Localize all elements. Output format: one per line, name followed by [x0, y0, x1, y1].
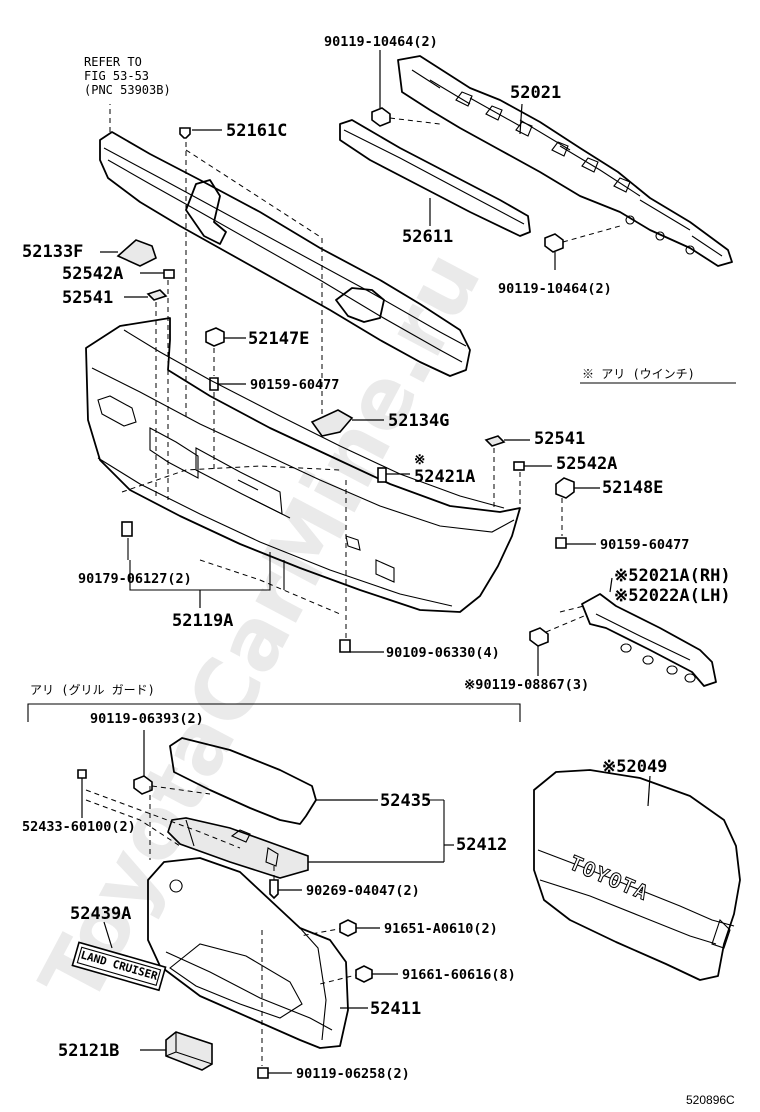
label-52433-60100[interactable]: 52433-60100(2): [22, 819, 136, 835]
bolt-90109-06330[interactable]: [339, 639, 384, 653]
absorber-52611[interactable]: [339, 119, 531, 237]
label-91661-60616[interactable]: 91661-60616(8): [402, 967, 516, 983]
winch-note: ※ アリ (ウインチ): [582, 367, 695, 381]
figure-code: 520896C: [686, 1093, 735, 1107]
label-91651-A0610[interactable]: 91651-A0610(2): [384, 921, 498, 937]
label-52421A[interactable]: 52421A: [414, 467, 475, 487]
pad-52134G[interactable]: [310, 409, 384, 437]
bumper-cover-52119A[interactable]: [85, 317, 521, 613]
label-90119-10464-top[interactable]: 90119-10464(2): [324, 34, 438, 50]
retainer-52147E[interactable]: [205, 327, 246, 347]
refer-note-line1: REFER TO: [84, 55, 142, 69]
screw-90159-60477-right[interactable]: [555, 537, 596, 549]
label-90109-06330[interactable]: 90109-06330(4): [386, 645, 500, 661]
label-52541-left[interactable]: 52541: [62, 288, 113, 308]
bracket-52121B[interactable]: [140, 1031, 213, 1071]
screw-91651-A0610[interactable]: [339, 919, 380, 937]
bolt-90119-10464-bottom[interactable]: [544, 233, 564, 270]
label-52121B[interactable]: 52121B: [58, 1041, 119, 1061]
bracket-52412[interactable]: [167, 817, 444, 879]
reinforcement-52021[interactable]: [397, 55, 733, 267]
label-52133F[interactable]: 52133F: [22, 242, 83, 262]
label-52439A[interactable]: 52439A: [70, 904, 131, 924]
radiator-grille-52049[interactable]: TOYOTA: [533, 769, 741, 981]
label-52049[interactable]: ※52049: [602, 757, 667, 777]
retainer-52148E[interactable]: [555, 477, 600, 499]
label-52421A-mark: ※: [414, 452, 425, 468]
retainer-52542A-right[interactable]: [513, 461, 552, 471]
label-52411[interactable]: 52411: [370, 999, 421, 1019]
label-90179-06127[interactable]: 90179-06127(2): [78, 571, 192, 587]
grille-guard-52411[interactable]: [147, 857, 368, 1049]
bolt-90119-06258[interactable]: [257, 1067, 292, 1079]
refer-note-line2: FIG 53-53: [84, 69, 149, 83]
label-52161C[interactable]: 52161C: [226, 121, 287, 141]
bracket-52133F[interactable]: [100, 239, 157, 267]
label-52021[interactable]: 52021: [510, 83, 561, 103]
label-52542A-left[interactable]: 52542A: [62, 264, 123, 284]
label-52435[interactable]: 52435: [380, 791, 431, 811]
retainer-52542A-left[interactable]: [140, 269, 175, 279]
grille-guard-bracket: [27, 703, 521, 722]
pad-52541-left[interactable]: [124, 289, 168, 301]
label-90119-08867[interactable]: ※90119-08867(3): [464, 677, 589, 693]
bolt-90119-08867[interactable]: [529, 627, 549, 676]
bumper-retainer-bar[interactable]: [99, 131, 471, 377]
screw-90269-04047[interactable]: [269, 879, 302, 900]
cover-52435[interactable]: [169, 737, 378, 825]
bracket-52021A-52022A[interactable]: [581, 577, 717, 687]
clip-52433-60100[interactable]: [77, 769, 87, 818]
label-52611[interactable]: 52611: [402, 227, 453, 247]
pad-52541-right[interactable]: [484, 435, 530, 447]
label-90119-06258[interactable]: 90119-06258(2): [296, 1066, 410, 1082]
label-90159-60477-left[interactable]: 90159-60477: [250, 377, 339, 393]
label-52134G[interactable]: 52134G: [388, 411, 449, 431]
label-90119-06393[interactable]: 90119-06393(2): [90, 711, 204, 727]
screw-90159-60477-left[interactable]: [209, 377, 246, 391]
bolt-90119-10464-top[interactable]: [371, 50, 391, 127]
label-90119-10464-bottom[interactable]: 90119-10464(2): [498, 281, 612, 297]
label-52148E[interactable]: 52148E: [602, 478, 663, 498]
label-52119A[interactable]: 52119A: [172, 611, 233, 631]
label-52022A-LH[interactable]: ※52022A(LH): [614, 586, 731, 606]
bolt-90119-06393[interactable]: [133, 730, 153, 795]
grille-guard-note: アリ (グリル ガード): [30, 683, 155, 697]
label-52541-right[interactable]: 52541: [534, 429, 585, 449]
screw-91661-60616[interactable]: [355, 965, 398, 983]
clip-90179-06127[interactable]: [121, 521, 133, 537]
retainer-52421A[interactable]: [377, 467, 410, 483]
grille-emblem-text: TOYOTA: [566, 851, 653, 906]
refer-note-line3: (PNC 53903B): [84, 83, 171, 97]
label-90269-04047[interactable]: 90269-04047(2): [306, 883, 420, 899]
clip-52161C[interactable]: [179, 127, 222, 139]
label-52542A-right[interactable]: 52542A: [556, 454, 617, 474]
label-52412[interactable]: 52412: [456, 835, 507, 855]
watermark: ToyotaCarMine.ru: [21, 236, 500, 1019]
label-52021A-RH[interactable]: ※52021A(RH): [614, 566, 731, 586]
label-52147E[interactable]: 52147E: [248, 329, 309, 349]
label-90159-60477-right[interactable]: 90159-60477: [600, 537, 689, 553]
